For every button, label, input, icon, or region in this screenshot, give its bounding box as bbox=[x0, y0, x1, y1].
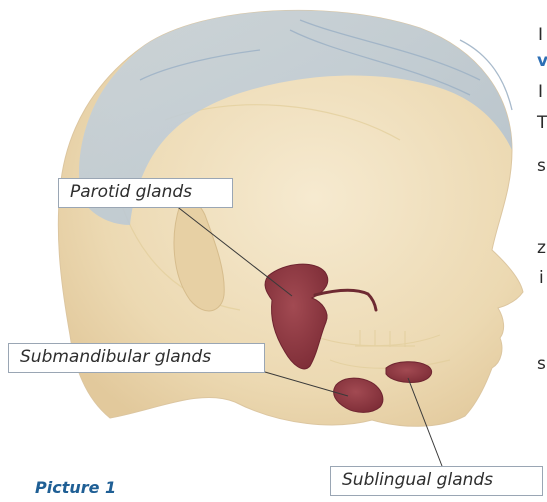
margin-text-fragment: I bbox=[538, 84, 543, 101]
margin-text-fragment: s bbox=[537, 356, 546, 373]
submandibular-glands-label: Submandibular glands bbox=[8, 343, 265, 373]
margin-text-fragment: v bbox=[537, 53, 547, 70]
margin-text-fragment: T bbox=[537, 115, 547, 132]
picture-caption: Picture 1 bbox=[35, 478, 116, 497]
sublingual-glands-label: Sublingual glands bbox=[330, 466, 543, 496]
margin-text-fragment: i bbox=[539, 270, 544, 287]
parotid-glands-label: Parotid glands bbox=[58, 178, 233, 208]
margin-text-fragment: z bbox=[537, 240, 546, 257]
margin-text-fragment: I bbox=[538, 27, 543, 44]
margin-text-fragment: s bbox=[537, 158, 546, 175]
